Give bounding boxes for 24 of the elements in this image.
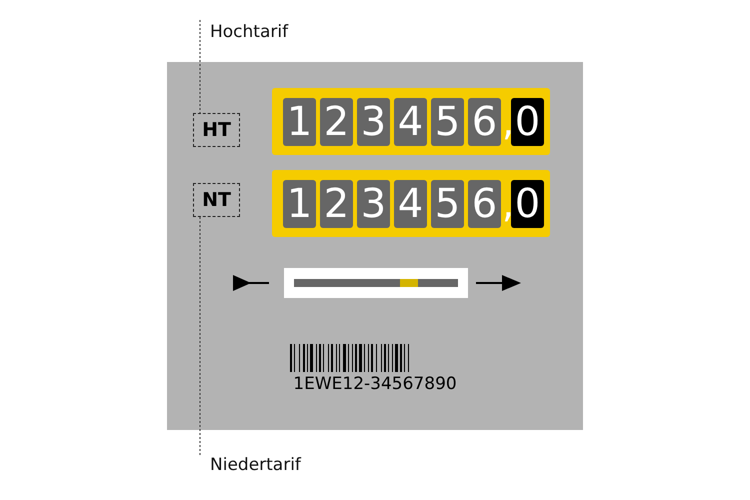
counter-digit: 1 bbox=[283, 180, 316, 228]
counter-digit: 3 bbox=[357, 98, 390, 146]
counter-display bbox=[272, 170, 550, 237]
counter-digit: 6 bbox=[468, 98, 501, 146]
counter-digit: 2 bbox=[320, 98, 353, 146]
counter-digit: 4 bbox=[394, 180, 427, 228]
serial-number: 1EWE12-34567890 bbox=[292, 374, 458, 394]
tariff-tag: HT bbox=[193, 113, 240, 147]
counter-digit: 1 bbox=[283, 98, 316, 146]
counter-digit: 6 bbox=[468, 180, 501, 228]
counter-digit: 3 bbox=[357, 180, 390, 228]
counter-digit: 2 bbox=[320, 180, 353, 228]
meter-panel bbox=[167, 62, 583, 430]
decimal-comma: , bbox=[502, 180, 510, 228]
counter-digit: 0 bbox=[511, 180, 544, 228]
caption-text: Hochtarif bbox=[200, 20, 310, 44]
caption-text: Niedertarif bbox=[200, 453, 320, 477]
counter-digit: 5 bbox=[431, 98, 464, 146]
counter-digit: 5 bbox=[431, 180, 464, 228]
counter-digit: 0 bbox=[511, 98, 544, 146]
counter-display bbox=[272, 88, 550, 155]
decimal-comma: , bbox=[502, 98, 510, 146]
tariff-tag: NT bbox=[193, 183, 240, 217]
counter-digit: 4 bbox=[394, 98, 427, 146]
